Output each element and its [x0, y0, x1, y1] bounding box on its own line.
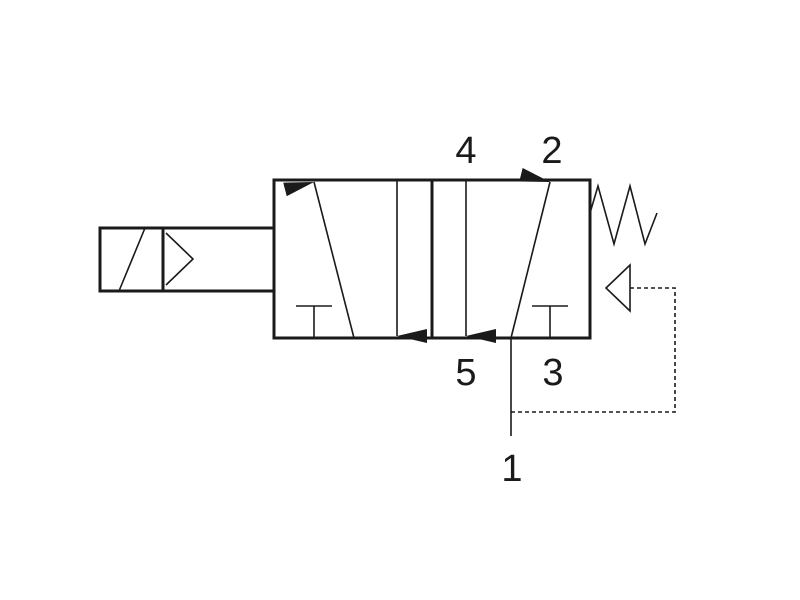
port-label-5: 5: [455, 352, 476, 394]
valve-position-left: [272, 178, 434, 340]
pilot-return-triangle: [604, 263, 631, 313]
solenoid-coil-slash: [118, 227, 146, 292]
pilot-return: [511, 263, 676, 413]
left-position-paths: [283, 180, 427, 343]
valve-body: [272, 178, 592, 340]
valve-position-right: [430, 178, 592, 340]
pilot-triangle: [165, 232, 195, 286]
solenoid-actuator: [98, 226, 276, 293]
port-label-2: 2: [541, 130, 562, 172]
port-label-3: 3: [542, 352, 563, 394]
pilot-dashed-line: [511, 287, 676, 413]
blocked-port-left: [296, 305, 332, 338]
right-position-paths: [465, 167, 568, 343]
port-label-4: 4: [455, 130, 476, 172]
flow-arrow-left-diagonal: [283, 181, 355, 339]
flow-arrow-right-diagonal: [510, 167, 551, 339]
port-label-1: 1: [501, 448, 522, 490]
solenoid-pilot-box: [161, 226, 276, 293]
blocked-port-right: [532, 305, 568, 338]
spring-icon: [589, 182, 658, 248]
